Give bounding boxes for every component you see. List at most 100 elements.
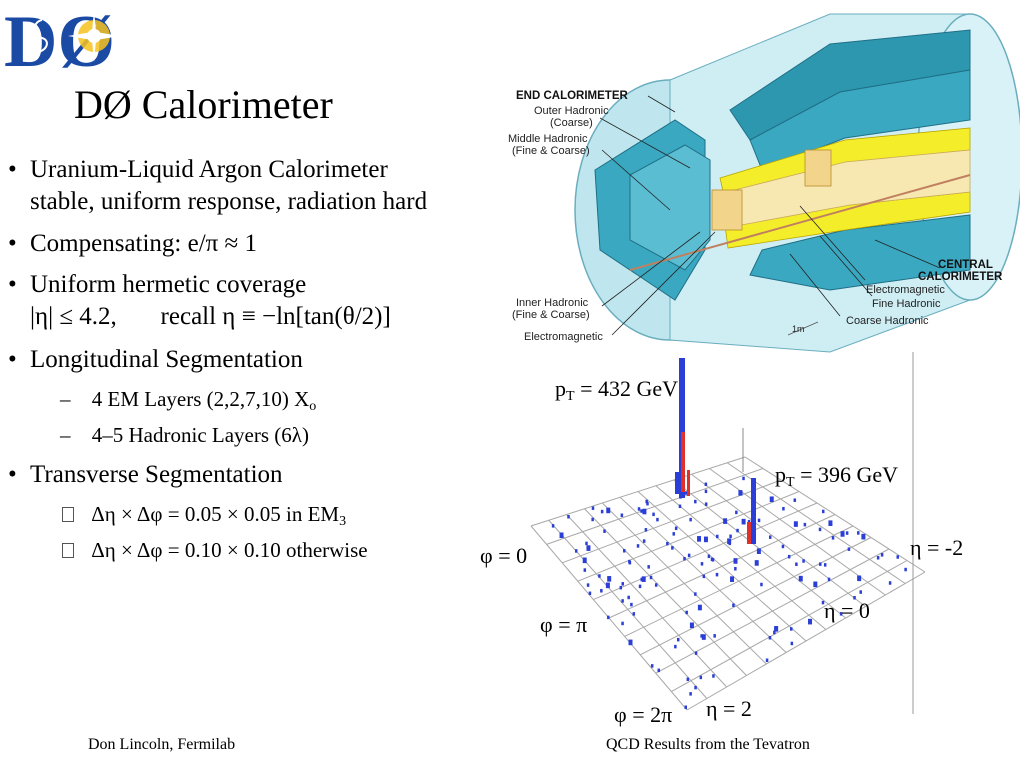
hit-cell — [813, 581, 818, 588]
d0-logo: DØ — [2, 2, 134, 74]
hit-cell — [704, 482, 708, 487]
hit-cell — [687, 553, 691, 558]
hit-cell — [588, 591, 592, 596]
hit-cell — [632, 612, 636, 616]
hit-cell — [790, 641, 794, 646]
hit-cell — [828, 520, 833, 526]
grid-line — [655, 548, 890, 674]
hit-cell — [859, 590, 862, 594]
hit-cell — [716, 534, 719, 539]
sub-bullet-em-granularity: Δη × Δφ = 0.05 × 0.05 in EM3 — [62, 500, 346, 536]
hit-cell — [637, 507, 641, 511]
hit-cell — [671, 546, 674, 550]
hit-cell — [768, 636, 772, 640]
hit-cell — [729, 534, 732, 539]
hit-cell — [606, 507, 611, 514]
bullet-calorimeter-type: • Uranium-Liquid Argon Calorimeter stabl… — [8, 154, 488, 220]
bullet-transverse: • Transverse Segmentation — [8, 459, 488, 491]
hit-cell — [591, 517, 594, 522]
hit-cell — [736, 528, 739, 533]
bullet-marker: • — [8, 271, 17, 298]
label-end-calorimeter: END CALORIMETER — [516, 90, 629, 102]
hit-cell — [733, 558, 738, 564]
subscript: o — [309, 399, 317, 414]
box-bullet-icon — [62, 507, 74, 522]
hit-cell — [880, 553, 884, 557]
hit-cell — [684, 705, 688, 710]
hit-cell — [803, 522, 807, 527]
hit-cell — [896, 555, 899, 559]
hit-cell — [586, 545, 591, 551]
bullet-marker: • — [8, 230, 17, 257]
hit-cell — [782, 506, 785, 511]
hit-cell — [818, 527, 822, 532]
hit-cell — [641, 576, 646, 582]
hit-cell — [591, 506, 595, 510]
bullet-text-line: Longitudinal Segmentation — [30, 346, 303, 373]
hit-cell — [861, 533, 866, 540]
bullet-text-line: stable, uniform response, radiation hard — [30, 188, 428, 215]
hit-cell — [857, 531, 860, 535]
label-coarse-hadronic: Coarse Hadronic — [846, 315, 929, 327]
grid-line — [546, 468, 764, 545]
hit-cell — [747, 519, 751, 524]
hit-cell — [654, 583, 658, 587]
hit-cell — [723, 518, 728, 524]
grid-line — [562, 479, 782, 564]
grid-line — [624, 525, 854, 637]
jet2-pt-label: pT = 396 GeV — [775, 462, 899, 490]
label-middle-hadronic-sub: (Fine & Coarse) — [512, 145, 590, 157]
hit-cell — [672, 532, 675, 536]
hit-cell — [781, 544, 785, 549]
hit-cell — [802, 559, 805, 563]
hit-cell — [689, 622, 694, 629]
jet-tower-1 — [675, 358, 690, 498]
grid-line — [671, 560, 908, 693]
hit-cell — [627, 595, 630, 600]
grid-line — [593, 502, 818, 601]
label-inner-hadronic-sub: (Fine & Coarse) — [512, 309, 590, 321]
hit-cell — [598, 574, 601, 578]
grid-line — [577, 491, 800, 582]
hit-cell — [619, 585, 623, 590]
bullet-text-line: |η| ≤ 4.2, recall η ≡ −ln[tan(θ/2)] — [30, 303, 391, 330]
sub-bullet-hadronic-layers: – 4–5 Hadronic Layers (6λ) — [60, 421, 309, 449]
hit-cell — [754, 560, 759, 566]
hit-cell — [642, 539, 646, 543]
eta-minus2-label: η = -2 — [910, 535, 964, 560]
hit-cell — [656, 517, 659, 522]
hit-cell — [585, 541, 588, 546]
label-inner-hadronic: Inner Hadronic — [516, 297, 589, 309]
hit-cell — [700, 634, 703, 638]
hit-cell — [707, 554, 711, 559]
hit-cell — [845, 531, 849, 535]
hit-cell — [646, 501, 649, 506]
hit-cell — [694, 651, 698, 655]
hit-cell — [787, 554, 791, 559]
hit-cell — [567, 514, 570, 519]
lego-grid — [530, 456, 926, 711]
grid-line — [639, 537, 872, 656]
hit-cell — [621, 582, 624, 586]
label-outer-hadronic: Outer Hadronic — [534, 105, 609, 117]
hit-cell — [765, 658, 769, 663]
eta-2-label: η = 2 — [706, 696, 752, 721]
label-electromagnetic-central: Electromagnetic — [866, 284, 945, 296]
hit-cell — [790, 627, 793, 631]
hit-cell — [793, 498, 797, 502]
hit-cell — [840, 531, 845, 537]
footer-author: Don Lincoln, Fermilab — [88, 736, 236, 753]
hit-cell — [904, 567, 907, 572]
grid-line — [530, 456, 746, 527]
hit-cell — [831, 536, 835, 540]
hit-cell — [740, 491, 743, 495]
hit-cell — [551, 524, 555, 528]
jet1-pt-label: pT = 432 GeV — [555, 376, 679, 404]
bullet-text-line: Transverse Segmentation — [30, 461, 283, 488]
footer-talk-title: QCD Results from the Tevatron — [606, 736, 810, 753]
hit-cell — [713, 634, 716, 638]
hit-cell — [735, 510, 738, 515]
hit-cell — [774, 626, 779, 632]
hit-cell — [701, 634, 706, 640]
label-middle-hadronic: Middle Hadronic — [508, 133, 588, 145]
